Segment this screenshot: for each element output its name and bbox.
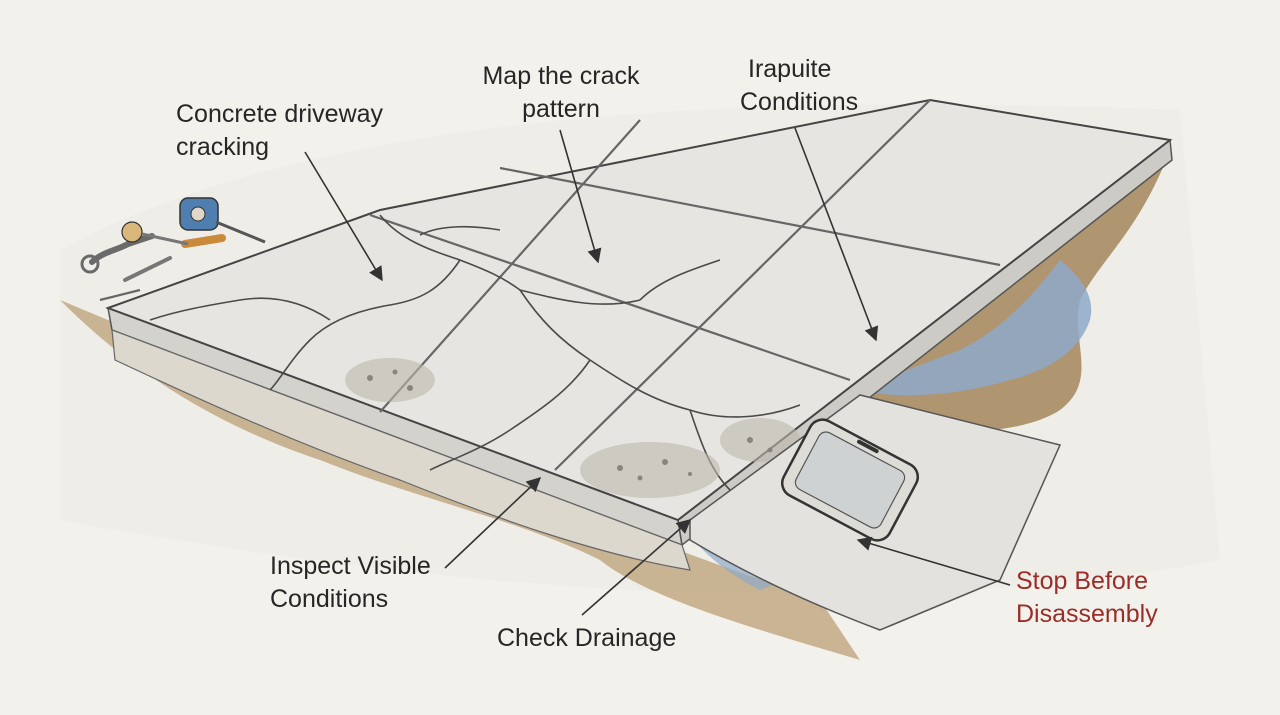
arrow-inspect (444, 477, 542, 569)
phone-icon (780, 418, 920, 542)
slab-top (105, 98, 1173, 522)
label-irapuite: Irapuite Conditions (740, 53, 858, 119)
label-stop: Stop Before Disassembly (1016, 565, 1158, 631)
label-line: Conditions (270, 585, 389, 613)
tape-measure-icon (179, 197, 266, 244)
water-pool (860, 260, 1092, 396)
label-line: Concrete driveway (176, 100, 384, 128)
arrow-irapuite (794, 127, 879, 342)
label-inspect: Inspect Visible Conditions (270, 550, 431, 616)
cracks (149, 214, 801, 491)
arrow-map (559, 129, 602, 264)
label-line: Disassembly (1016, 600, 1158, 628)
aggregate-dots (367, 369, 773, 481)
label-drainage: Check Drainage (497, 622, 676, 655)
label-line: Irapuite (748, 55, 832, 83)
label-line: pattern (522, 95, 600, 123)
screwdriver-icon (121, 221, 226, 282)
label-driveway-cracking: Concrete driveway cracking (176, 98, 383, 164)
label-line: Stop Before (1016, 567, 1149, 595)
arrow-stop (856, 536, 1011, 586)
gravel-base (111, 329, 691, 571)
control-joints (99, 99, 1001, 471)
label-line: Inspect Visible (270, 552, 431, 580)
arrow-cracking (304, 151, 383, 282)
spalled-areas (345, 358, 800, 498)
arrow-drainage (581, 519, 692, 616)
label-line: Check Drainage (497, 624, 677, 652)
label-line: Map the crack (482, 62, 640, 90)
label-line: cracking (176, 133, 270, 161)
callout-arrows (304, 127, 1011, 616)
label-line: Conditions (740, 88, 859, 116)
label-map-crack: Map the crack pattern (474, 60, 648, 126)
wrench-icon (80, 233, 155, 274)
